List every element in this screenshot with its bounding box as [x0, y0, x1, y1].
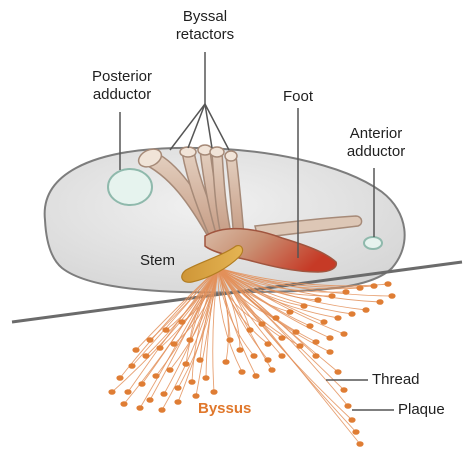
byssal-plaque — [356, 441, 363, 447]
byssal-plaque — [252, 373, 259, 379]
byssal-plaque — [156, 345, 163, 351]
byssal-plaque — [342, 289, 349, 295]
byssal-plaque — [312, 353, 319, 359]
byssal-plaque — [286, 309, 293, 315]
byssal-plaque — [264, 357, 271, 363]
byssal-plaque — [300, 303, 307, 309]
byssal-plaque — [182, 361, 189, 367]
byssal-plaque — [192, 393, 199, 399]
byssal-plaque — [166, 367, 173, 373]
label-byssal-retractors-line1: Byssal — [160, 8, 250, 26]
byssal-plaque — [236, 347, 243, 353]
byssal-plaque — [132, 347, 139, 353]
byssal-plaque — [170, 341, 177, 347]
label-anterior-adductor: Anterior adductor — [332, 125, 420, 161]
byssal-plaque — [272, 315, 279, 321]
byssal-plaque — [222, 359, 229, 365]
label-posterior-adductor: Posterior adductor — [72, 68, 172, 104]
byssal-plaque — [196, 357, 203, 363]
label-byssus: Byssus — [198, 400, 251, 418]
byssal-plaque — [146, 337, 153, 343]
byssal-plaque — [210, 389, 217, 395]
label-anterior-adductor-line2: adductor — [332, 143, 420, 161]
byssal-plaque — [278, 335, 285, 341]
byssal-plaque — [174, 399, 181, 405]
byssal-plaque — [120, 401, 127, 407]
leader-byssal-retractors-b — [170, 104, 205, 150]
byssal-plaque — [306, 323, 313, 329]
byssal-plaque — [328, 293, 335, 299]
label-byssal-retractors-line2: retactors — [160, 26, 250, 44]
byssal-plaque — [340, 387, 347, 393]
byssal-plaque — [370, 283, 377, 289]
byssal-plaque — [142, 353, 149, 359]
byssal-plaque — [108, 389, 115, 395]
byssal-plaque — [124, 389, 131, 395]
byssal-plaque — [388, 293, 395, 299]
byssal-plaque — [326, 349, 333, 355]
leader-byssal-retractors-c — [188, 104, 205, 148]
byssal-plaque — [258, 321, 265, 327]
byssal-plaque — [178, 319, 185, 325]
byssal-plaque — [344, 403, 351, 409]
byssal-plaque — [160, 391, 167, 397]
byssal-plaque — [296, 343, 303, 349]
label-plaque: Plaque — [398, 401, 445, 419]
byssal-plaque — [162, 327, 169, 333]
byssal-plaque — [292, 329, 299, 335]
label-thread: Thread — [372, 371, 420, 389]
label-posterior-adductor-line2: adductor — [72, 86, 172, 104]
byssal-plaque — [312, 339, 319, 345]
byssal-plaque — [268, 367, 275, 373]
byssal-plaque — [362, 307, 369, 313]
label-byssal-retractors: Byssal retactors — [160, 8, 250, 44]
byssal-plaque — [348, 417, 355, 423]
label-posterior-adductor-line1: Posterior — [72, 68, 172, 86]
byssal-plaque — [384, 281, 391, 287]
byssal-plaque — [348, 311, 355, 317]
byssal-plaque — [146, 397, 153, 403]
byssal-plaque — [174, 385, 181, 391]
byssal-plaque — [226, 337, 233, 343]
anterior-adductor-muscle — [364, 237, 382, 249]
byssal-plaque — [202, 375, 209, 381]
byssal-plaque — [136, 405, 143, 411]
byssal-plaque — [238, 369, 245, 375]
byssal-plaque — [334, 315, 341, 321]
byssal-plaque — [352, 429, 359, 435]
byssal-plaque — [326, 335, 333, 341]
label-anterior-adductor-line1: Anterior — [332, 125, 420, 143]
byssal-plaque — [334, 369, 341, 375]
label-stem: Stem — [140, 252, 175, 270]
byssal-plaque — [340, 331, 347, 337]
byssal-plaque — [128, 363, 135, 369]
byssal-plaque — [356, 285, 363, 291]
byssal-plaque — [116, 375, 123, 381]
byssal-plaque — [158, 407, 165, 413]
byssal-plaque — [320, 319, 327, 325]
byssal-plaque — [314, 297, 321, 303]
byssal-plaque — [278, 353, 285, 359]
byssal-plaque — [376, 299, 383, 305]
byssal-plaque — [246, 327, 253, 333]
byssal-plaque — [186, 337, 193, 343]
byssal-plaque — [264, 341, 271, 347]
byssal-plaque — [250, 353, 257, 359]
label-foot: Foot — [276, 88, 320, 106]
byssal-plaque — [138, 381, 145, 387]
byssal-plaque — [152, 373, 159, 379]
posterior-adductor-muscle — [108, 169, 152, 205]
byssal-plaque — [188, 379, 195, 385]
